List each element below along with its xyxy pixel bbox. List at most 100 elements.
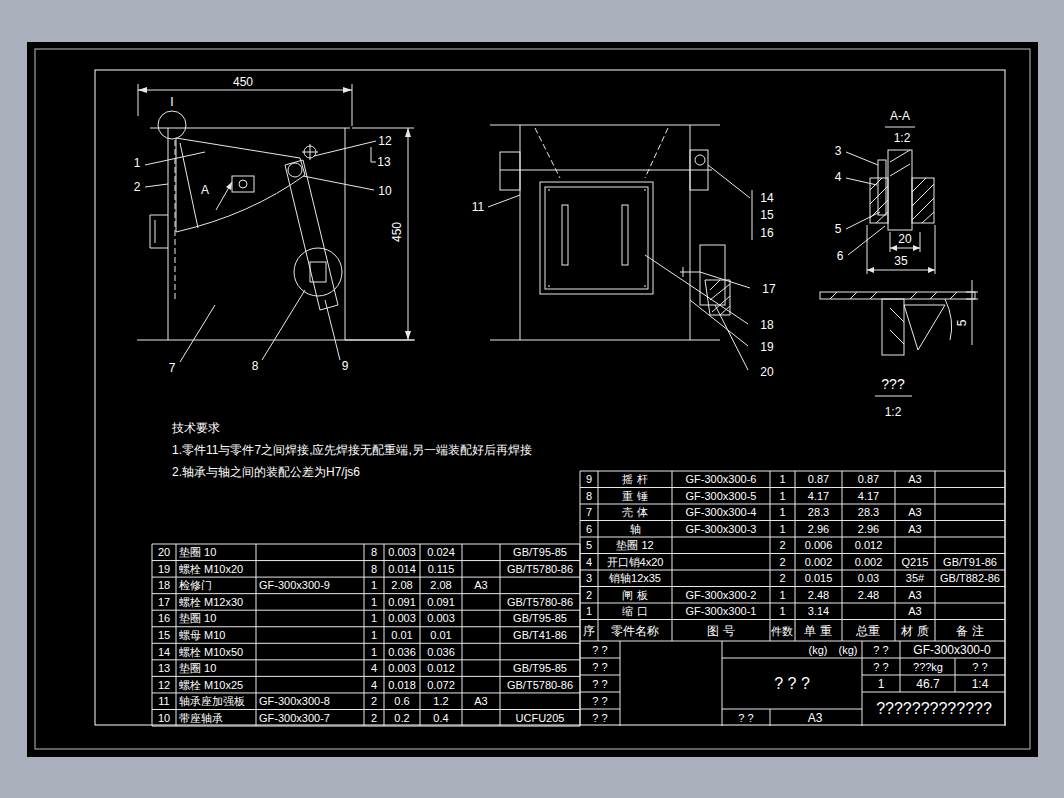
- table-rule: [895, 471, 896, 641]
- table-cell: 0.115: [428, 563, 455, 574]
- table-rule: [152, 544, 153, 726]
- title-cell: 1: [878, 678, 885, 690]
- callout-number: 9: [342, 360, 349, 372]
- door-slot: [622, 205, 628, 265]
- table-rule: [580, 471, 581, 726]
- table-rule: [152, 577, 580, 578]
- title-cell: ? ?: [873, 661, 888, 672]
- table-cell: 3: [586, 573, 592, 584]
- table-cell: 2.96: [858, 523, 879, 534]
- table-cell: A3: [908, 523, 921, 534]
- view-title: A-A: [890, 110, 910, 122]
- title-cell: 46.7: [916, 678, 939, 690]
- weight-hub: [310, 262, 326, 282]
- note: 2.轴承与轴之间的装配公差为H7/js6: [172, 466, 360, 478]
- table-rule: [770, 471, 771, 641]
- table-cell: 螺栓 M12x30: [179, 596, 243, 607]
- table-cell: 1: [779, 589, 785, 600]
- table-cell: 20: [158, 547, 170, 558]
- bolt-mark: [548, 190, 646, 286]
- table-cell: 6: [586, 523, 592, 534]
- table-cell: 0.003: [388, 613, 416, 624]
- table-cell: 0.2: [394, 712, 409, 723]
- table-cell: 35#: [906, 573, 924, 584]
- title-cell: ? ?: [972, 661, 987, 672]
- dimension: 450: [391, 222, 403, 242]
- table-cell: 轴: [630, 523, 641, 534]
- title-cell: ?????????????: [876, 701, 992, 717]
- title-cell: ? ? ?: [774, 676, 810, 692]
- table-grid: [152, 471, 1005, 726]
- shaft-section: [888, 150, 912, 230]
- table-cell: 0.036: [388, 646, 416, 657]
- callout-number: 10: [378, 185, 391, 197]
- unit: (kg): [809, 644, 828, 655]
- table-cell: GF-300x300-9: [259, 580, 330, 591]
- table-cell: Q215: [902, 556, 929, 567]
- table-rule: [152, 726, 580, 727]
- table-rule: [152, 676, 580, 677]
- table-cell: 0.091: [427, 596, 455, 607]
- table-cell: 0.87: [808, 474, 829, 485]
- table-cell: 28.3: [858, 507, 879, 518]
- table-rule: [722, 641, 723, 726]
- table-cell: 2: [779, 540, 785, 551]
- table-cell: A3: [908, 507, 921, 518]
- title-cell: ? ?: [738, 712, 753, 723]
- table-cell: GF-300x300-2: [686, 589, 757, 600]
- shaft: [500, 170, 712, 171]
- table-cell: 2: [586, 589, 592, 600]
- pin: [878, 160, 886, 215]
- table-header: 件数: [771, 626, 793, 637]
- table-cell: 2.08: [430, 580, 451, 591]
- table-rule: [152, 626, 580, 627]
- title-cell: ? ?: [592, 644, 607, 655]
- table-header: 备 注: [956, 625, 983, 637]
- weld-detail: [890, 305, 945, 350]
- table-cell: 0.015: [805, 573, 833, 584]
- table-cell: 垫圈 10: [179, 613, 216, 624]
- callout-number: 14: [760, 192, 773, 204]
- table-rule: [152, 659, 580, 660]
- table-cell: 0.018: [388, 679, 416, 690]
- table-rule: [955, 658, 956, 692]
- table-rule: [580, 692, 620, 693]
- note-heading: 技术要求: [172, 422, 220, 434]
- callout-number: 8: [252, 360, 259, 372]
- callout-number: 7: [169, 362, 176, 374]
- section-mark: A: [201, 184, 209, 196]
- table-rule: [862, 692, 1005, 693]
- callout-number: 3: [835, 145, 842, 157]
- inspection-door: [540, 182, 653, 294]
- table-rule: [770, 709, 771, 726]
- table-cell: 9: [586, 474, 592, 485]
- table-header: 材 质: [901, 625, 928, 637]
- table-cell: 0.012: [427, 663, 455, 674]
- table-rule: [256, 544, 257, 726]
- table-cell: GF-300x300-4: [686, 507, 757, 518]
- table-cell: 0.6: [394, 696, 409, 707]
- title-line: [885, 127, 915, 128]
- table-cell: 螺栓 M10x25: [179, 679, 243, 690]
- table-cell: 1: [371, 646, 377, 657]
- table-rule: [152, 692, 580, 693]
- table-cell: 重 锤: [622, 490, 647, 501]
- table-cell: 8: [586, 490, 592, 501]
- bolt-head: [695, 155, 705, 165]
- callout-number: 19: [760, 341, 773, 353]
- table-cell: 14: [158, 646, 170, 657]
- table-cell: 0.002: [805, 556, 833, 567]
- table-rule: [862, 675, 1005, 676]
- table-rule: [580, 619, 1005, 620]
- table-cell: 0.012: [855, 540, 883, 551]
- table-rule: [935, 471, 936, 641]
- handle: [150, 215, 168, 248]
- door-slot: [562, 205, 568, 265]
- table-cell: 摇 杆: [622, 474, 647, 485]
- table-cell: 垫圈 10: [179, 663, 216, 674]
- side-view: [137, 84, 415, 362]
- table-rule: [152, 643, 580, 644]
- table-rule: [152, 560, 580, 561]
- table-rule: [672, 471, 673, 641]
